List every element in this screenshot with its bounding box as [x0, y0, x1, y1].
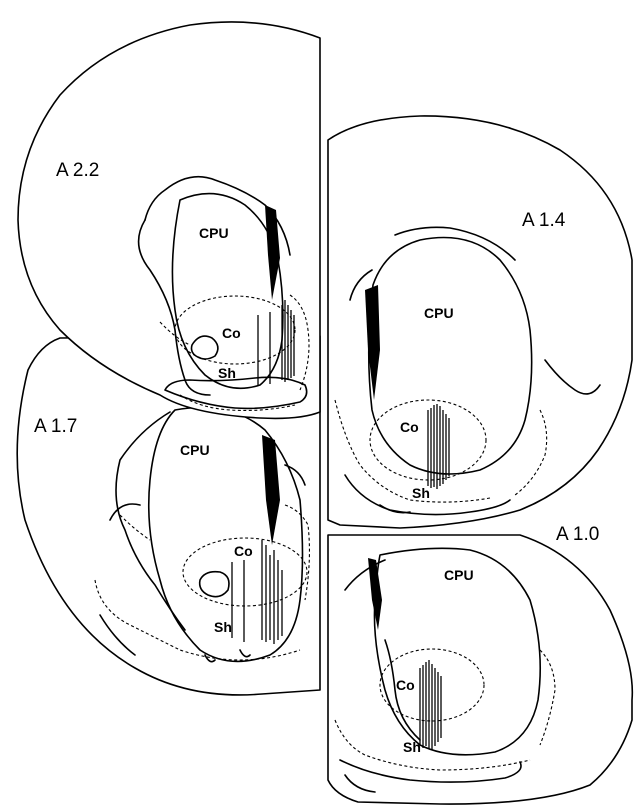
section-a22-co-label: Co — [222, 325, 241, 341]
section-a22-label: A 2.2 — [56, 160, 99, 181]
section-a17-co-label: Co — [234, 543, 253, 559]
section-a10: A 1.0 CPU Co Sh — [328, 524, 632, 804]
section-a14-cpu-label: CPU — [424, 305, 454, 321]
section-a10-co-label: Co — [396, 677, 415, 693]
section-a14: A 1.4 CPU Co Sh — [328, 116, 632, 528]
section-a17-cpu-label: CPU — [180, 442, 210, 458]
section-a17-sh-label: Sh — [214, 619, 232, 635]
section-a22-sh-label: Sh — [218, 365, 236, 381]
section-a10-label: A 1.0 — [556, 524, 599, 545]
section-a10-cpu-label: CPU — [444, 567, 474, 583]
section-a17-label: A 1.7 — [34, 416, 77, 437]
section-a14-label: A 1.4 — [522, 210, 566, 231]
section-a10-sh-label: Sh — [403, 739, 421, 755]
section-a14-sh-label: Sh — [412, 485, 430, 501]
section-a14-co-label: Co — [400, 419, 419, 435]
section-a22-cpu-label: CPU — [199, 225, 229, 241]
